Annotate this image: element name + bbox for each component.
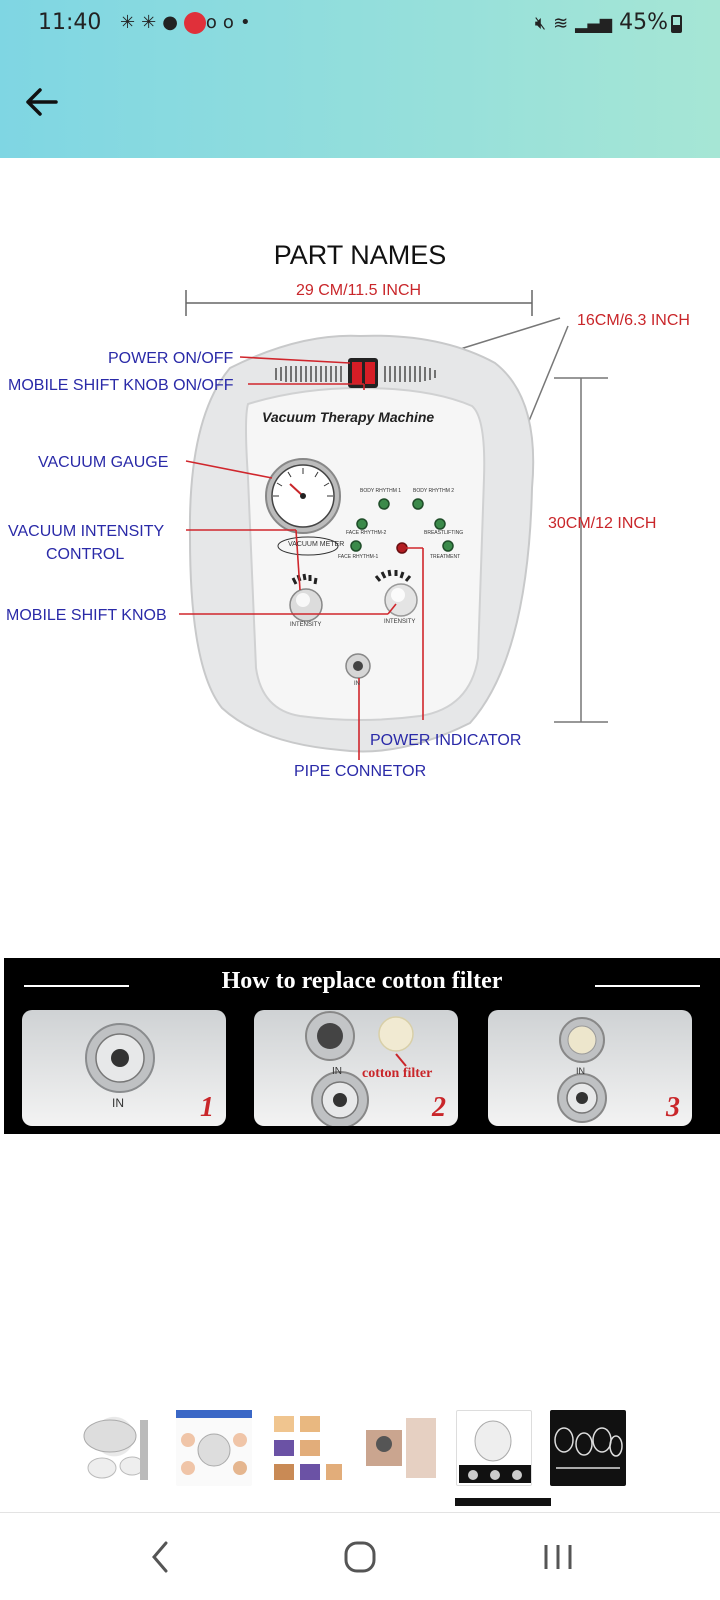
step-2-in: IN <box>332 1066 342 1077</box>
home-icon <box>344 1541 376 1573</box>
treatment-text: TREATMENT <box>430 554 461 560</box>
title-rule-right <box>595 985 700 987</box>
body-rhythm-1-text: BODY RHYTHM 1 <box>360 488 402 494</box>
recents-icon <box>544 1545 572 1569</box>
cotton-filter-guide: How to replace cotton filter IN 1 IN cot… <box>4 958 720 1134</box>
connector-illustration <box>85 1023 155 1093</box>
app-bar <box>0 0 720 158</box>
status-bar: 11:40 ✳✳●ᴏᴏ• 🔇︎ ≋ ▂▄▆ 45% <box>0 0 720 48</box>
machine-illustration <box>179 290 608 760</box>
thumbnail-5[interactable] <box>456 1410 532 1486</box>
chevron-left-icon <box>152 1541 168 1573</box>
back-button[interactable] <box>20 80 64 124</box>
dot-icon: • <box>239 12 257 33</box>
news-icon <box>183 12 206 34</box>
connector-filter-inserted-illustration <box>557 1017 607 1123</box>
cups-set-thumb <box>554 1427 623 1469</box>
title-rule-left <box>24 985 129 987</box>
diagram-title: PART NAMES <box>273 240 447 270</box>
voicemail-icon: ᴏᴏ <box>205 12 240 33</box>
breastlifting-text: BREASTLIFTING <box>424 530 464 536</box>
mute-icon: 🔇︎ <box>534 13 547 34</box>
part-names-diagram: PART NAMES <box>0 238 720 958</box>
machine-cups-thumb <box>83 1419 148 1480</box>
thumbnail-3[interactable] <box>270 1410 346 1486</box>
snowflake-icon: ✳ <box>120 12 142 33</box>
vacuum-meter-text: VACUUM METER <box>288 541 345 548</box>
filter-step-3: IN 3 <box>488 1010 692 1126</box>
step-1-number: 1 <box>200 1092 214 1123</box>
thumbnail-2[interactable] <box>176 1410 252 1486</box>
battery-icon <box>671 15 682 33</box>
intensity-text-right: INTENSITY <box>384 619 416 625</box>
filter-title: How to replace cotton filter <box>221 968 503 994</box>
intensity-text-left: INTENSITY <box>290 622 322 628</box>
height-dimension: 30CM/12 INCH <box>548 515 657 532</box>
step-3-in: IN <box>576 1066 585 1076</box>
nav-home-button[interactable] <box>332 1535 388 1579</box>
label-pipe-connector: PIPE CONNETOR <box>294 763 427 780</box>
in-text: IN <box>354 681 360 687</box>
nav-recents-button[interactable] <box>530 1535 586 1579</box>
step-2-number: 2 <box>432 1092 446 1123</box>
face-rhythm-2-text: FACE RHYTHM-2 <box>346 530 387 536</box>
machine-title: Vacuum Therapy Machine <box>262 409 435 425</box>
thumbnail-4[interactable] <box>364 1410 440 1486</box>
usage-thumb <box>366 1418 436 1478</box>
benefits-thumb <box>176 1410 252 1475</box>
cotton-filter-note: cotton filter <box>362 1066 433 1081</box>
step-3-number: 3 <box>666 1092 680 1123</box>
filter-step-2: IN cotton filter 2 <box>254 1010 458 1126</box>
filter-step-1: IN 1 <box>22 1010 226 1126</box>
wifi-icon: ≋ <box>553 13 569 34</box>
thumbnail-1[interactable] <box>80 1410 156 1486</box>
snowflake-icon: ✳ <box>141 12 163 33</box>
thumbnail-6[interactable] <box>550 1410 626 1486</box>
label-power-onoff: POWER ON/OFF <box>108 350 234 367</box>
part-names-thumb <box>459 1420 531 1483</box>
selected-thumbnail-indicator <box>455 1498 551 1506</box>
system-nav-bar <box>0 1512 720 1600</box>
label-intensity-line1: VACUUM INTENSITY <box>8 523 165 540</box>
thumbnail-strip <box>80 1410 640 1494</box>
fire-icon: ● <box>162 12 184 33</box>
signal-icon: ▂▄▆ <box>575 14 613 33</box>
notification-icons: ✳✳●ᴏᴏ• <box>120 12 257 34</box>
status-time: 11:40 <box>38 10 102 35</box>
label-intensity-line2: CONTROL <box>46 546 125 563</box>
arrow-left-icon <box>26 88 58 116</box>
label-vacuum-gauge: VACUUM GAUGE <box>38 454 169 471</box>
body-rhythm-2-text: BODY RHYTHM 2 <box>413 488 455 494</box>
before-after-thumb <box>274 1416 342 1480</box>
width-dimension: 29 CM/11.5 INCH <box>296 282 422 299</box>
battery-percent: 45% <box>619 10 668 35</box>
label-shift-knob-onoff: MOBILE SHIFT KNOB ON/OFF <box>8 377 234 394</box>
status-right: 🔇︎ ≋ ▂▄▆ 45% <box>535 10 668 35</box>
step-1-in: IN <box>112 1096 124 1110</box>
nav-back-button[interactable] <box>134 1535 190 1579</box>
label-power-indicator: POWER INDICATOR <box>370 732 522 749</box>
face-rhythm-1-text: FACE RHYTHM-1 <box>338 554 379 560</box>
connector-with-filter-illustration <box>305 1011 414 1126</box>
depth-dimension: 16CM/6.3 INCH <box>577 312 690 329</box>
label-mobile-shift-knob: MOBILE SHIFT KNOB <box>6 607 167 624</box>
